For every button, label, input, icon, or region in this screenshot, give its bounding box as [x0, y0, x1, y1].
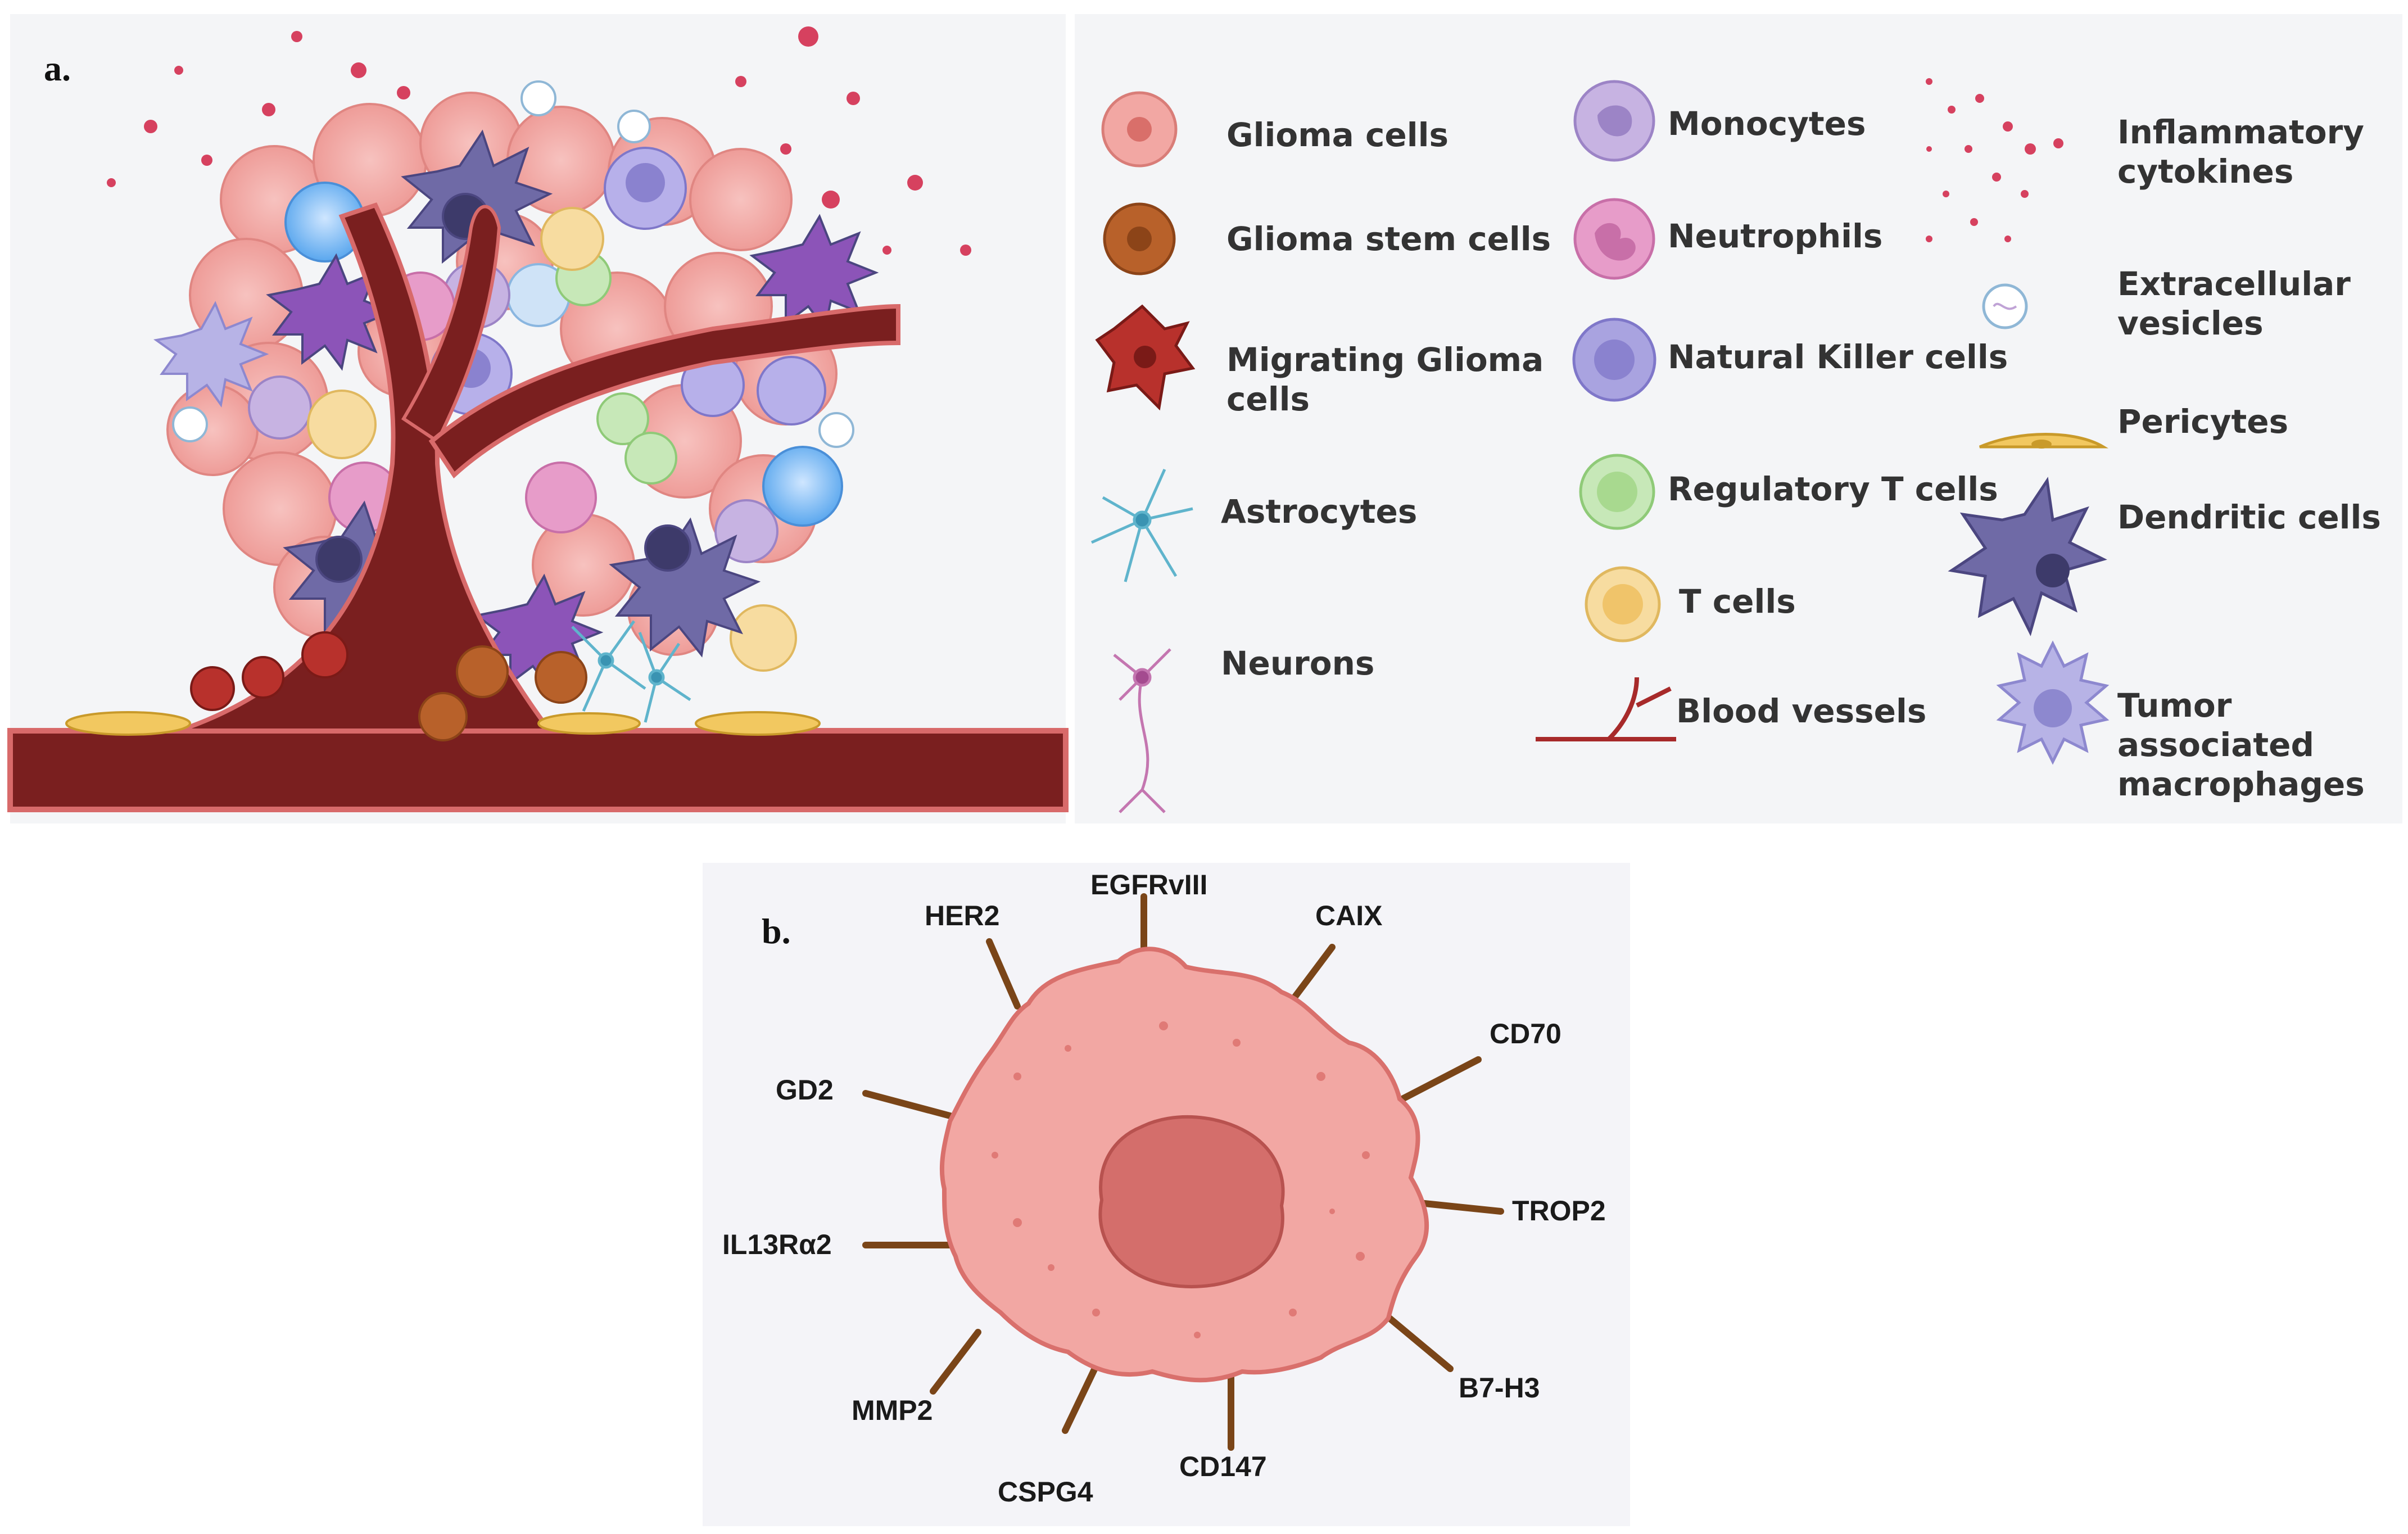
- marker-b7-h3: B7-H3: [1459, 1372, 1540, 1404]
- legend-label-pericytes: Pericytes: [2117, 402, 2289, 441]
- extracellular-vesicles: [172, 80, 854, 448]
- panel-a-label: a.: [44, 48, 71, 88]
- inflammatory-cytokines: [107, 26, 971, 256]
- marker-cspg4: CSPG4: [998, 1476, 1093, 1508]
- glioma-cell-icon: [1101, 91, 1178, 168]
- legend-label-migrating-glioma-cells: Migrating Glioma cells: [1226, 341, 1544, 418]
- cytoplasm-granules: [992, 1021, 1370, 1338]
- natural-killer-cell-icon: [1572, 318, 1656, 402]
- migrating-glioma-cells: [190, 631, 348, 711]
- glioma-stem-cells: [418, 645, 587, 741]
- inflammatory-cytokines-icon: [1926, 78, 2063, 242]
- t-cell-icon: [1585, 566, 1661, 642]
- legend-label-dendritic-cells: Dendritic cells: [2117, 498, 2381, 536]
- marker-mmp2: MMP2: [852, 1395, 933, 1426]
- blood-vessel: [7, 202, 1069, 812]
- legend-label-glioma-stem-cells: Glioma stem cells: [1226, 220, 1551, 258]
- tumor-associated-macrophage-icon: [1996, 640, 2110, 765]
- antigen-sticks: [862, 893, 1504, 1451]
- legend-label-monocytes: Monocytes: [1668, 105, 1866, 143]
- legend-label-astrocytes: Astrocytes: [1221, 492, 1418, 531]
- glioma-stem-cell-icon: [1103, 202, 1176, 275]
- tumor-microenvironment-illustration: [7, 26, 1069, 812]
- legend-label-t-cells: T cells: [1679, 582, 1796, 621]
- marker-her2: HER2: [925, 900, 1000, 931]
- extracellular-vesicle-icon: [1982, 283, 2028, 329]
- legend: Glioma cells Glioma stem cells Migrating…: [1075, 14, 2402, 823]
- legend-label-glioma-cells: Glioma cells: [1226, 116, 1449, 154]
- marker-caix: CAIX: [1315, 900, 1383, 931]
- astrocyte-icon: [1090, 468, 1193, 582]
- blood-vessel-icon: [1536, 677, 1676, 741]
- glioma-cell-antigen-diagram: [862, 893, 1504, 1451]
- neutrophil-icon: [1573, 198, 1655, 280]
- dendritic-cell-icon: [1948, 477, 2107, 636]
- marker-il13ra2: IL13Rα2: [722, 1229, 832, 1260]
- marker-cd70: CD70: [1490, 1018, 1561, 1049]
- legend-label-blood-vessels: Blood vessels: [1676, 692, 1927, 730]
- legend-label-neutrophils: Neutrophils: [1668, 217, 1883, 255]
- glioma-cell-nucleus: [1098, 1115, 1285, 1288]
- legend-label-tumor-associated-macrophages: Tumor associated macrophages: [2117, 686, 2365, 803]
- legend-label-inflammatory-cytokines: Inflammatory cytokines: [2117, 113, 2364, 191]
- legend-label-natural-killer-cells: Natural Killer cells: [1668, 338, 2008, 376]
- marker-trop2: TROP2: [1512, 1195, 1606, 1227]
- regulatory-t-cell-icon: [1579, 454, 1655, 530]
- panel-b-glioma-antigens: b. EGFRvIII HER2 CAIX CD70 GD2 TROP2 IL1…: [703, 863, 1630, 1526]
- neuron-icon: [1113, 648, 1171, 813]
- marker-gd2: GD2: [776, 1074, 834, 1106]
- pericyte-icon: [1979, 433, 2109, 449]
- pericytes: [65, 711, 821, 736]
- panel-b-label: b.: [762, 911, 791, 951]
- monocyte-icon: [1573, 80, 1655, 162]
- panel-a-tumor-microenvironment: a.: [7, 14, 1069, 823]
- legend-label-neurons: Neurons: [1221, 644, 1375, 682]
- marker-cd147: CD147: [1179, 1451, 1267, 1482]
- migrating-glioma-cell-icon: [1095, 304, 1196, 411]
- marker-egfrviii: EGFRvIII: [1090, 869, 1208, 901]
- legend-icons: [1090, 78, 2110, 813]
- astrocytes: [571, 620, 691, 723]
- legend-label-extracellular-vesicles: Extracellular vesicles: [2117, 265, 2351, 342]
- legend-label-regulatory-t-cells: Regulatory T cells: [1668, 470, 1998, 508]
